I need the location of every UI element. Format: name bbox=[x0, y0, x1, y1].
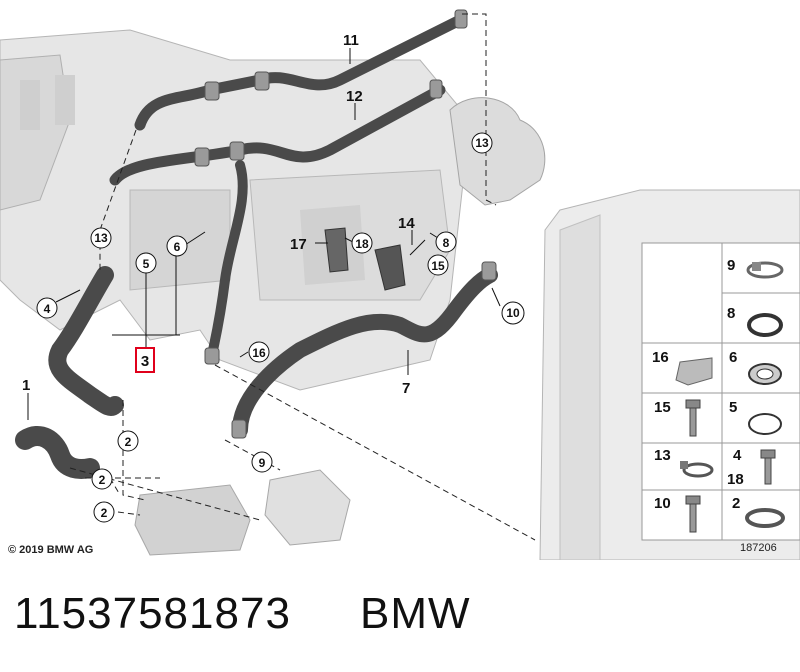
bolt-icon bbox=[685, 399, 701, 437]
clip-icon bbox=[675, 357, 713, 386]
svg-text:16: 16 bbox=[252, 346, 266, 360]
callout-11: 11 bbox=[343, 32, 359, 49]
callout-13-right: 13 bbox=[471, 132, 493, 154]
callout-6: 6 bbox=[166, 235, 188, 257]
legend-label-18: 18 bbox=[727, 471, 744, 488]
water-pump bbox=[134, 469, 351, 556]
svg-text:9: 9 bbox=[259, 456, 266, 470]
callout-10: 10 bbox=[501, 301, 525, 325]
brackets bbox=[324, 227, 406, 291]
clamp-icon bbox=[680, 461, 714, 478]
legend-label-15: 15 bbox=[654, 399, 671, 416]
screw-icon bbox=[685, 495, 701, 533]
svg-text:1: 1 bbox=[22, 377, 30, 394]
svg-text:7: 7 bbox=[402, 380, 410, 397]
svg-text:13: 13 bbox=[475, 136, 489, 150]
callout-7: 7 bbox=[402, 380, 410, 397]
callout-9: 9 bbox=[251, 451, 273, 473]
callout-16: 16 bbox=[248, 341, 270, 363]
callout-2-b: 2 bbox=[91, 468, 113, 490]
callout-4: 4 bbox=[36, 297, 58, 319]
svg-text:2: 2 bbox=[125, 435, 132, 449]
seal-ring-icon bbox=[748, 413, 782, 435]
callout-12: 12 bbox=[346, 88, 363, 105]
svg-text:5: 5 bbox=[143, 257, 150, 271]
parts-legend: 9 8 16 6 15 5 13 4 bbox=[641, 242, 800, 541]
svg-text:15: 15 bbox=[431, 259, 445, 273]
thermostat-housing bbox=[449, 97, 546, 206]
callout-2-a: 2 bbox=[117, 430, 139, 452]
legend-label-13: 13 bbox=[654, 447, 671, 464]
callout-14: 14 bbox=[398, 215, 415, 232]
callout-2-c: 2 bbox=[93, 501, 115, 523]
copyright-text: © 2019 BMW AG bbox=[8, 544, 93, 556]
svg-text:13: 13 bbox=[94, 231, 108, 245]
svg-text:17: 17 bbox=[290, 236, 307, 253]
legend-label-16: 16 bbox=[652, 349, 669, 366]
image-number: 187206 bbox=[740, 542, 777, 554]
parts-diagram: 11 12 13 13 5 6 4 3 17 bbox=[0, 9, 800, 560]
svg-text:14: 14 bbox=[398, 215, 415, 232]
svg-text:4: 4 bbox=[44, 302, 51, 316]
footer: 11537581873 BMW bbox=[0, 586, 800, 646]
svg-text:2: 2 bbox=[99, 473, 106, 487]
callout-17: 17 bbox=[290, 236, 307, 253]
callout-18: 18 bbox=[351, 232, 373, 254]
svg-text:18: 18 bbox=[355, 237, 369, 251]
brand-name: BMW bbox=[360, 589, 471, 638]
bolt-icon bbox=[760, 449, 776, 485]
callout-8: 8 bbox=[435, 231, 457, 253]
callout-13-left: 13 bbox=[90, 227, 112, 249]
part-number: 11537581873 bbox=[14, 589, 291, 638]
svg-text:2: 2 bbox=[101, 506, 108, 520]
legend-label-5: 5 bbox=[729, 399, 737, 416]
engine-block bbox=[0, 29, 471, 391]
callout-5: 5 bbox=[135, 252, 157, 274]
legend-label-4: 4 bbox=[733, 447, 742, 464]
callout-15: 15 bbox=[427, 254, 449, 276]
hose-clamps bbox=[194, 9, 497, 439]
spring-clamp-icon bbox=[745, 508, 785, 528]
callout-3-highlight: 3 bbox=[135, 347, 155, 373]
svg-text:6: 6 bbox=[174, 240, 181, 254]
legend-label-8: 8 bbox=[727, 305, 735, 322]
svg-text:8: 8 bbox=[443, 236, 450, 250]
legend-label-9: 9 bbox=[727, 257, 735, 274]
gasket-icon bbox=[748, 363, 782, 385]
legend-label-6: 6 bbox=[729, 349, 737, 366]
svg-text:3: 3 bbox=[141, 353, 149, 370]
hose-clamp-icon bbox=[746, 261, 784, 279]
legend-label-2: 2 bbox=[732, 495, 740, 512]
legend-label-10: 10 bbox=[654, 495, 671, 512]
callouts: 11 12 13 13 5 6 4 3 17 bbox=[22, 32, 525, 523]
svg-text:10: 10 bbox=[506, 306, 520, 320]
callout-1: 1 bbox=[22, 377, 30, 394]
o-ring-icon bbox=[747, 313, 783, 337]
